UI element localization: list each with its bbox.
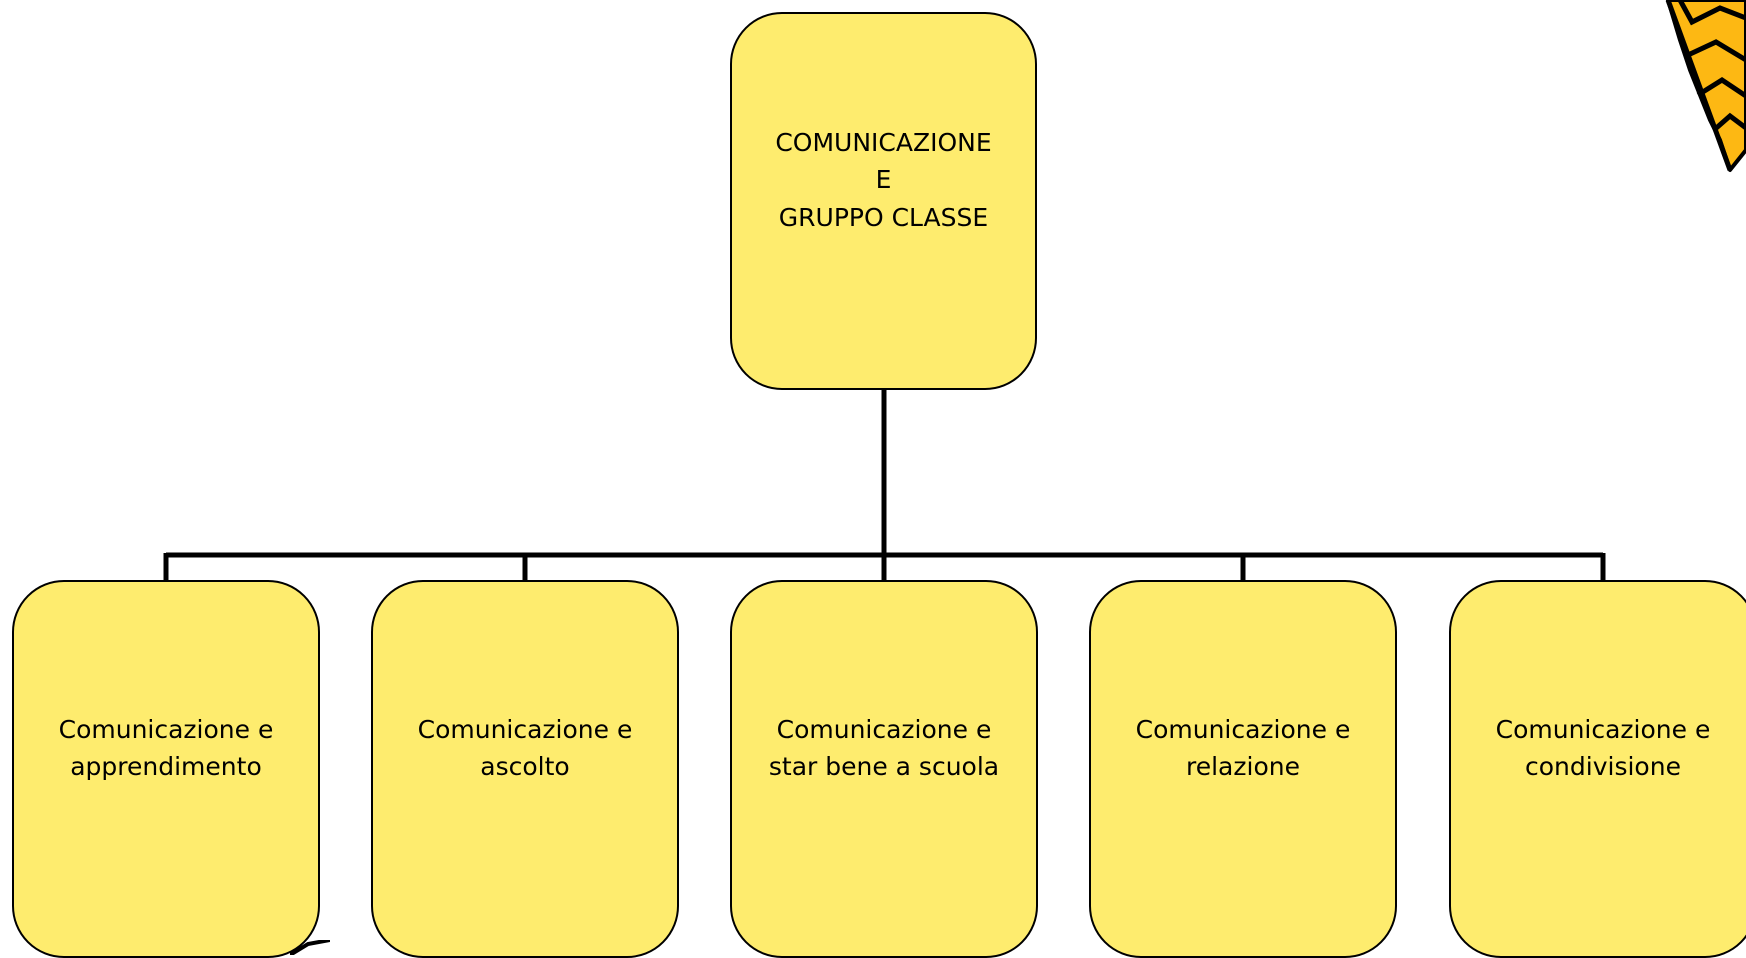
child-node-label: Comunicazione e ascolto bbox=[417, 714, 633, 782]
child-node-label: Comunicazione e star bene a scuola bbox=[768, 714, 1000, 782]
child-node-star-bene: Comunicazione e star bene a scuola bbox=[730, 580, 1038, 958]
child-node-label: Comunicazione e relazione bbox=[1135, 714, 1351, 782]
root-node: COMUNICAZIONE E GRUPPO CLASSE bbox=[730, 12, 1037, 390]
child-node-ascolto: Comunicazione e ascolto bbox=[371, 580, 679, 958]
child-node-condivisione: Comunicazione e condivisione bbox=[1449, 580, 1746, 958]
star-burst-fragment-stroke bbox=[290, 940, 330, 955]
child-node-apprendimento: Comunicazione e apprendimento bbox=[12, 580, 320, 958]
star-burst-ray bbox=[1712, 112, 1746, 132]
star-burst-icon bbox=[1665, 0, 1746, 172]
star-burst-ray bbox=[1696, 77, 1746, 99]
star-burst-ray bbox=[1686, 39, 1746, 63]
root-node-label: COMUNICAZIONE E GRUPPO CLASSE bbox=[775, 127, 992, 232]
child-node-label: Comunicazione e apprendimento bbox=[58, 714, 274, 782]
child-node-label: Comunicazione e condivisione bbox=[1495, 714, 1711, 782]
star-burst-edge bbox=[1665, 0, 1733, 171]
star-burst-fragment-icon bbox=[290, 940, 330, 955]
child-node-relazione: Comunicazione e relazione bbox=[1089, 580, 1397, 958]
star-burst-ray bbox=[1677, 0, 1746, 26]
